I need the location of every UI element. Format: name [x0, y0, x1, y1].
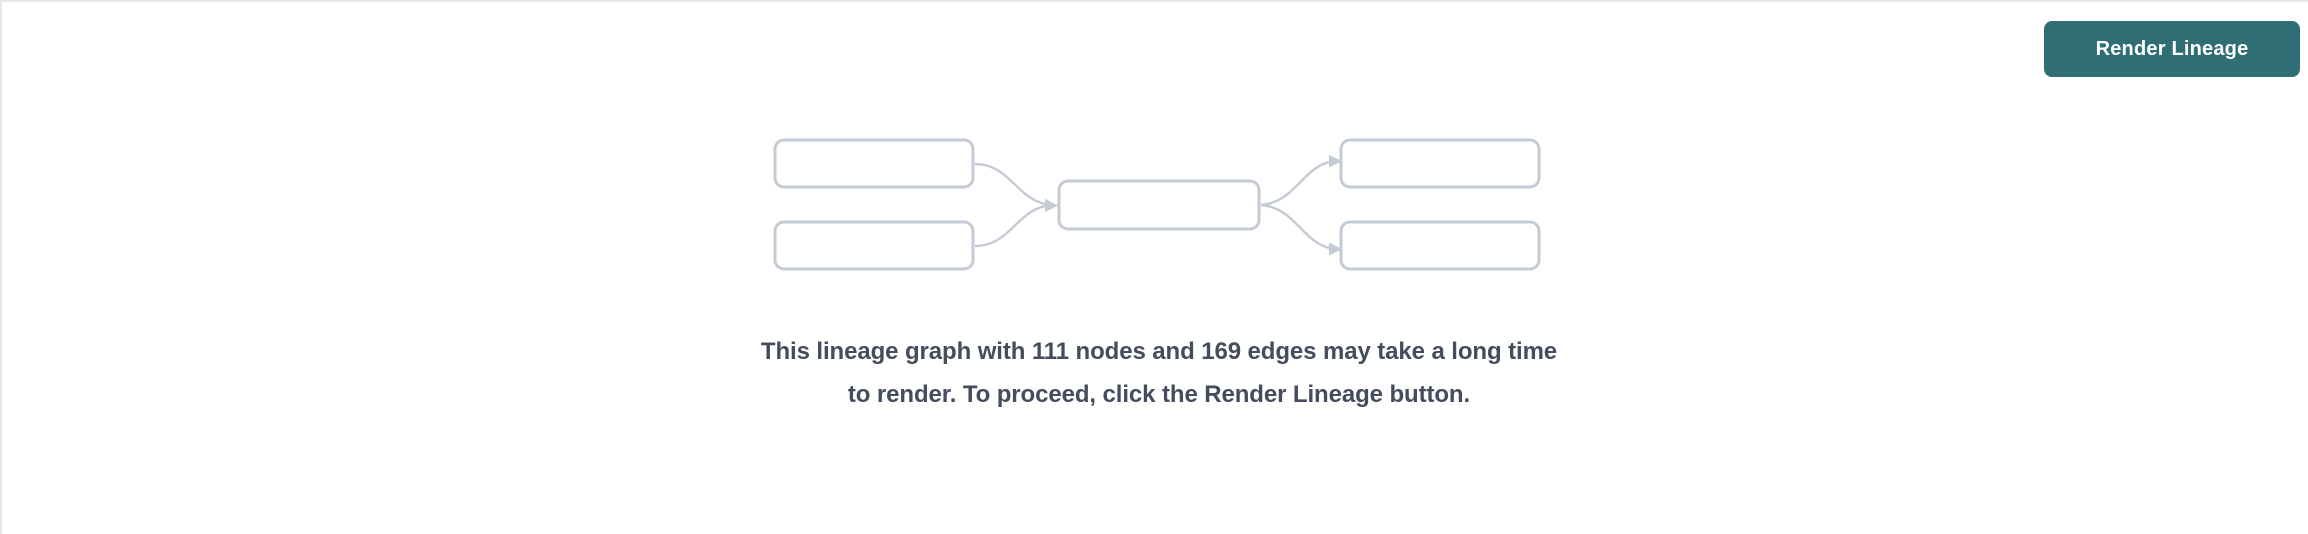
edge-upstream-2-to-focus — [974, 203, 1052, 248]
lineage-graph-illustration — [759, 130, 1559, 280]
graph-node-upstream-1 — [773, 138, 975, 189]
graph-node-downstream-2 — [1339, 220, 1541, 271]
graph-node-focus — [1057, 179, 1261, 231]
lineage-placeholder-message: This lineage graph with 111 nodes and 16… — [760, 338, 1558, 408]
edge-upstream-1-to-focus — [974, 162, 1052, 207]
render-lineage-button[interactable]: Render Lineage — [2044, 21, 2300, 77]
edge-arrow-downstream-1 — [1329, 155, 1342, 168]
edge-arrow-upstream-1 — [1045, 199, 1058, 212]
edge-arrow-downstream-2 — [1329, 242, 1342, 256]
graph-node-upstream-2 — [773, 220, 975, 271]
edge-focus-to-downstream-2 — [1260, 203, 1336, 251]
graph-node-downstream-1 — [1339, 138, 1541, 189]
edge-arrow-upstream-2 — [1045, 199, 1058, 212]
edge-focus-to-downstream-1 — [1260, 159, 1336, 207]
